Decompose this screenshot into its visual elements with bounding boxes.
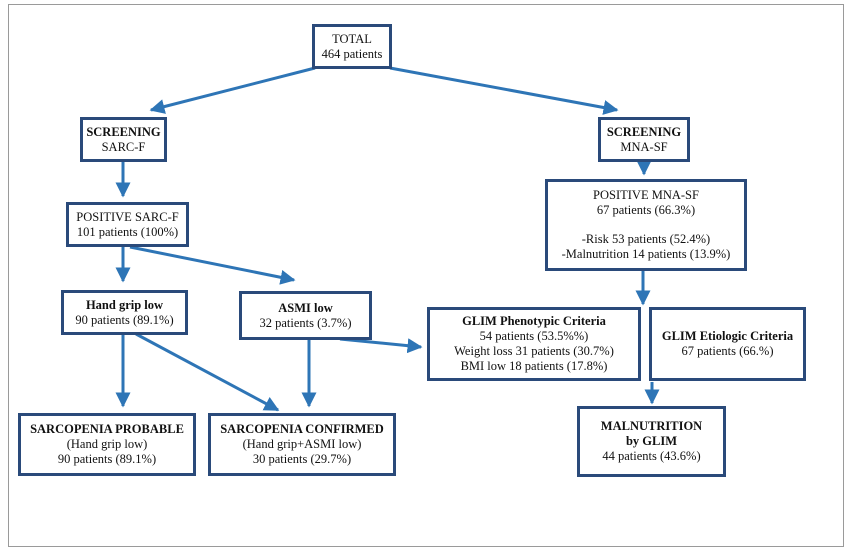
malnutrition-subtitle: by GLIM: [625, 434, 678, 448]
total-box: TOTAL 464 patients: [312, 24, 392, 69]
asmi-low-count: 32 patients (3.7%): [259, 315, 352, 330]
glim-etiologic-count: 67 patients (66.%): [681, 344, 774, 358]
arrow-asmi-to-pheno: [339, 337, 423, 354]
screening-mnasf-box: SCREENING MNA-SF: [598, 117, 690, 162]
glim-etiologic-title: GLIM Etiologic Criteria: [661, 329, 794, 343]
arrow-positive-to-asmi: [129, 245, 296, 285]
sarcopenia-confirmed-subtitle: (Hand grip+ASMI low): [242, 437, 362, 451]
hand-grip-low-count: 90 patients (89.1%): [75, 312, 174, 327]
arrow-total-to-sarcf: [149, 66, 316, 114]
screening-sarcf-box: SCREENING SARC-F: [80, 117, 167, 162]
caption-area: [8, 493, 844, 547]
glim-phenotypic-box: GLIM Phenotypic Criteria 54 patients (53…: [427, 307, 641, 381]
malnutrition-box: MALNUTRITION by GLIM 44 patients (43.6%): [577, 406, 726, 477]
positive-mnasf-box: POSITIVE MNA-SF 67 patients (66.3%) -Ris…: [545, 179, 747, 271]
total-title: TOTAL: [332, 31, 372, 46]
sarcopenia-confirmed-title: SARCOPENIA CONFIRMED: [220, 422, 384, 436]
positive-sarcf-count: 101 patients (100%): [76, 224, 179, 239]
glim-phenotypic-bmi-low: BMI low 18 patients (17.8%): [460, 359, 608, 373]
asmi-low-title: ASMI low: [278, 300, 333, 315]
arrow-total-to-mnasf: [389, 66, 619, 115]
positive-sarcf-box: POSITIVE SARC-F 101 patients (100%): [66, 202, 189, 247]
sarcopenia-confirmed-box: SARCOPENIA CONFIRMED (Hand grip+ASMI low…: [208, 413, 396, 476]
sarcopenia-probable-box: SARCOPENIA PROBABLE (Hand grip low) 90 p…: [18, 413, 196, 476]
positive-mnasf-title: POSITIVE MNA-SF: [593, 188, 699, 202]
malnutrition-title: MALNUTRITION: [600, 419, 703, 433]
positive-mnasf-count: 67 patients (66.3%): [596, 203, 696, 217]
sarcopenia-confirmed-count: 30 patients (29.7%): [252, 452, 352, 466]
sarcopenia-probable-title: SARCOPENIA PROBABLE: [30, 422, 184, 436]
glim-etiologic-box: GLIM Etiologic Criteria 67 patients (66.…: [649, 307, 806, 381]
hand-grip-low-box: Hand grip low 90 patients (89.1%): [61, 290, 188, 335]
sarcopenia-probable-count: 90 patients (89.1%): [57, 452, 157, 466]
positive-mnasf-malnutrition: -Malnutrition 14 patients (13.9%): [561, 247, 731, 261]
screening-mnasf-title: SCREENING: [606, 124, 682, 139]
arrow-handgrip-to-confirmed: [135, 332, 280, 412]
asmi-low-box: ASMI low 32 patients (3.7%): [239, 291, 372, 340]
screening-sarcf-title: SCREENING: [86, 124, 161, 139]
positive-mnasf-risk: -Risk 53 patients (52.4%): [581, 232, 711, 246]
hand-grip-low-title: Hand grip low: [85, 297, 164, 312]
screening-mnasf-subtitle: MNA-SF: [620, 139, 668, 154]
screening-sarcf-subtitle: SARC-F: [101, 139, 146, 154]
glim-phenotypic-count: 54 patients (53.5%%): [479, 329, 589, 343]
malnutrition-count: 44 patients (43.6%): [602, 449, 701, 463]
glim-phenotypic-weight-loss: Weight loss 31 patients (30.7%): [454, 344, 614, 358]
sarcopenia-probable-subtitle: (Hand grip low): [66, 437, 148, 451]
total-count: 464 patients: [321, 46, 383, 61]
glim-phenotypic-title: GLIM Phenotypic Criteria: [462, 314, 606, 328]
positive-sarcf-title: POSITIVE SARC-F: [76, 209, 179, 224]
